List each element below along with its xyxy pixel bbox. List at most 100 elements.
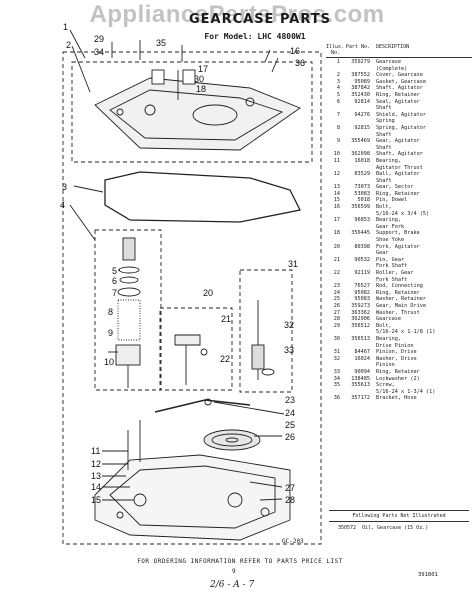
part-illus-no: 36: [333, 395, 340, 402]
part-number: 96853: [354, 217, 370, 224]
part-illus-no: 5: [336, 91, 340, 98]
svg-text:34: 34: [94, 47, 104, 57]
part-description: Bracket, Hose: [376, 395, 417, 402]
part-illus-no: 28: [333, 316, 340, 323]
part-number: 95083: [354, 296, 370, 303]
part-number: [344, 145, 376, 152]
part-number: [344, 263, 376, 270]
part-number: 359273: [351, 302, 370, 309]
callout-numbers: 1 2 3 4 5 6 7 8 9 10 11 12 13 14 15 16 1…: [60, 22, 305, 505]
part-number: 90532: [354, 256, 370, 263]
parts-list-row: 5/16-24 x 1-3/4 (1): [326, 389, 472, 396]
svg-text:28: 28: [285, 495, 295, 505]
group-frame-outer: [62, 51, 322, 545]
cover-ridge: [109, 89, 284, 141]
group-frame-agitator-shaft: [94, 229, 162, 391]
part-number: [344, 362, 376, 369]
part-number: 95082: [354, 289, 370, 296]
svg-text:1: 1: [63, 22, 68, 32]
parts-list-row: Fork Shaft: [326, 277, 472, 284]
gearcase-base: [94, 454, 291, 541]
part-description: Ring, Retainer: [376, 368, 420, 375]
parts-list-row: Shaft: [326, 132, 472, 139]
part-description: Seal, Agitator: [376, 98, 420, 105]
part-number: 16024: [354, 355, 370, 362]
part-description: Drive Pinion: [376, 342, 414, 349]
part-number: [344, 250, 376, 257]
part-number: [344, 105, 376, 112]
part-illus-no: 10: [333, 151, 340, 158]
part-number: [344, 277, 376, 284]
part-illus-no: 35: [333, 382, 340, 389]
part-description: Spring: [376, 118, 395, 125]
watermark-logo: AppliancePartsPros.com: [89, 1, 385, 28]
part-description: Pinion, Drive: [376, 349, 417, 356]
parts-list-row: 27 363362 Washer, Thrust: [326, 310, 472, 317]
part-illus-no: 18: [333, 230, 340, 237]
part-number: 362906: [351, 316, 370, 323]
part-illus-no: 6: [336, 98, 340, 105]
part-illus-no: [326, 165, 344, 172]
svg-text:26: 26: [285, 432, 295, 442]
part-illus-no: [326, 237, 344, 244]
part-description: Bolt,: [376, 322, 392, 329]
part-description: Gear, Main Drive: [376, 302, 426, 309]
part-illus-no: [326, 118, 344, 125]
part-illus-no: 33: [333, 368, 340, 375]
parts-list-row: 5/16-24 x 1-1/8 (1): [326, 329, 472, 336]
group-frame-cover: [71, 61, 313, 163]
part-description: Roller, Gear: [376, 270, 414, 276]
part-description: Support, Brake: [376, 230, 420, 237]
svg-text:5: 5: [112, 266, 117, 276]
part-illus-no: 11: [333, 157, 340, 164]
part-description: Shaft: [376, 131, 392, 138]
part-number: 356599: [351, 204, 370, 211]
part-illus-no: [326, 389, 344, 396]
part-description: Fork, Agitator: [376, 243, 420, 250]
svg-text:33: 33: [284, 345, 294, 355]
svg-text:12: 12: [91, 459, 101, 469]
part-number: [344, 178, 376, 185]
part-description: Bearing,: [376, 335, 401, 342]
part-illus-no: 27: [333, 309, 340, 316]
part-number: 80398: [354, 243, 370, 250]
svg-text:7: 7: [112, 288, 117, 298]
parts-list-row: Shaft: [326, 145, 472, 152]
svg-text:11: 11: [91, 446, 100, 456]
svg-text:17: 17: [198, 64, 208, 74]
part-number: 356513: [351, 335, 370, 342]
part-description: Agitator Thrust: [376, 164, 423, 171]
part-illus-no: 12: [333, 171, 340, 178]
page-number: 9: [232, 568, 236, 575]
part-description: Fork Shaft: [376, 263, 408, 270]
part-illus-no: 8: [336, 124, 340, 131]
part-illus-no: 25: [333, 296, 340, 303]
part-number: 387842: [351, 85, 370, 92]
document-number: 391801: [418, 572, 438, 578]
svg-text:35: 35: [156, 38, 166, 48]
svg-text:9: 9: [108, 328, 113, 338]
part-number: 359279: [351, 59, 370, 65]
agitator-gear: [115, 344, 141, 366]
part-number: [344, 118, 376, 125]
part-illus-no: 2: [336, 72, 340, 79]
part-description: Washer, Thrust: [376, 309, 420, 316]
part-illus-no: [326, 178, 344, 185]
parts-list-row: Shaft: [326, 105, 472, 112]
part-description: Gearcase: [376, 59, 401, 65]
part-number: 363362: [351, 309, 370, 316]
parts-list-row: Gear: [326, 250, 472, 257]
part-description: Pinion: [376, 362, 395, 369]
part-illus-no: [326, 362, 344, 369]
svg-text:14: 14: [91, 482, 101, 492]
parts-list-row: Pinion: [326, 362, 472, 369]
